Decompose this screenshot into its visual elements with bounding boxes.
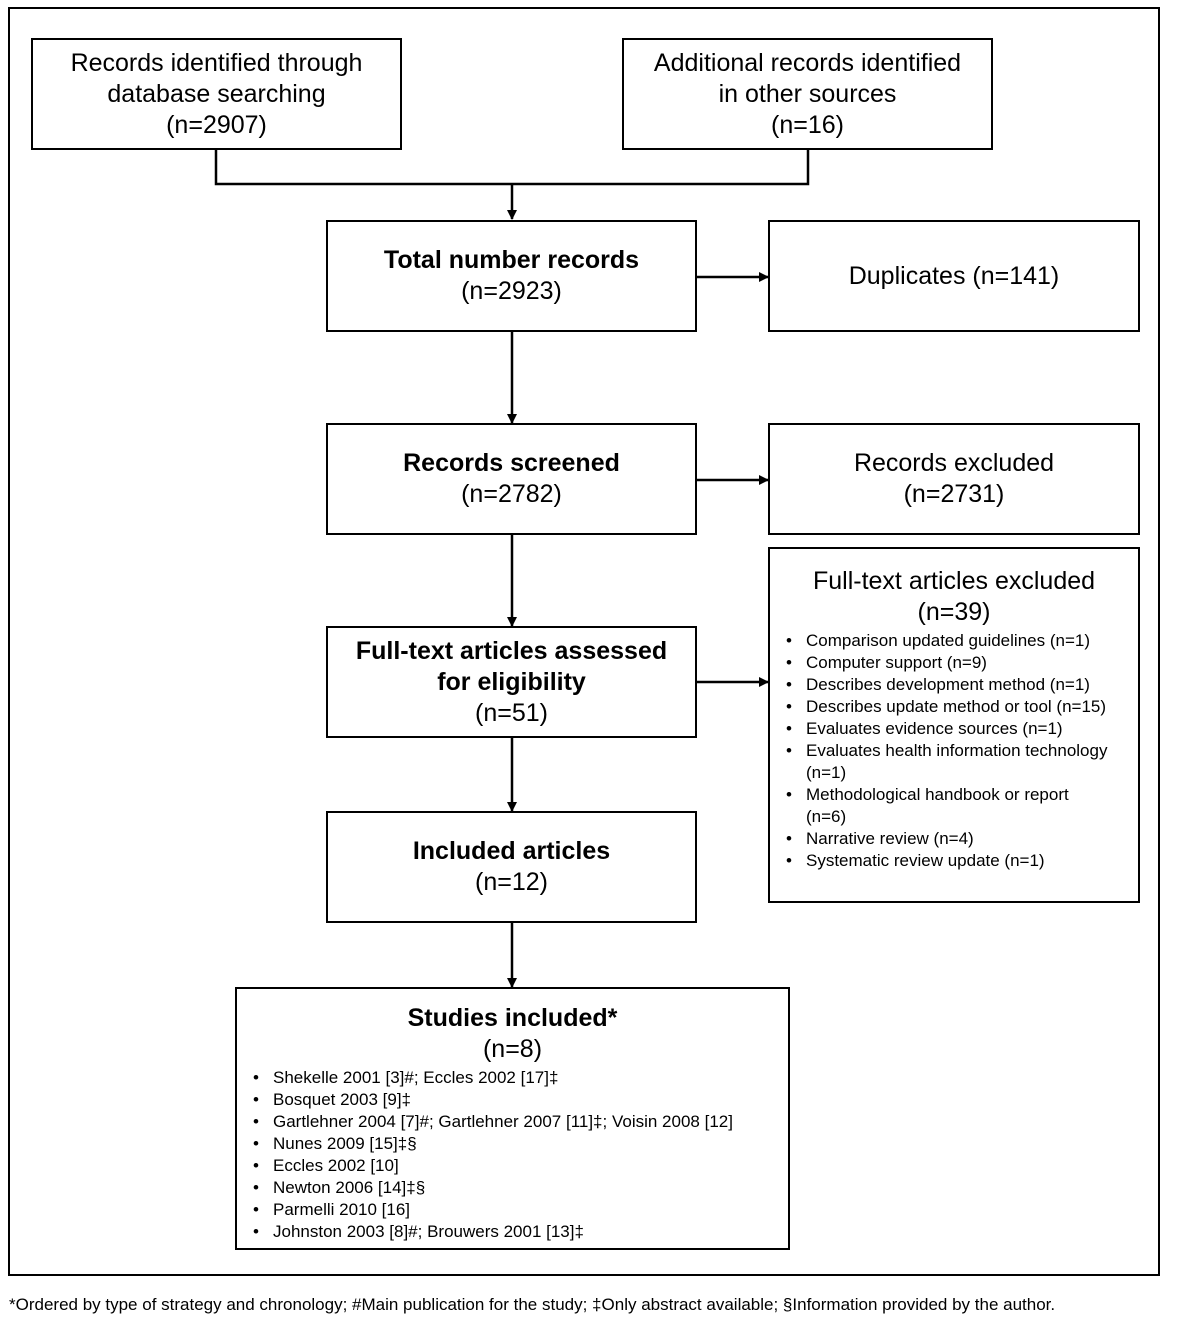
exclusion-reason-item: Describes update method or tool (n=15)	[770, 696, 1110, 718]
duplicates-label: Duplicates (n=141)	[848, 261, 1060, 290]
studies-included-box: Studies included* (n=8) Shekelle 2001 [3…	[235, 987, 790, 1250]
records-excluded-title: Records excluded	[853, 449, 1055, 477]
records-screened-count: (n=2782)	[461, 480, 562, 508]
records-screened-box: Records screened (n=2782)	[326, 423, 697, 535]
figure-frame	[8, 7, 1160, 1276]
exclusion-reason-item: Computer support (n=9)	[770, 652, 1110, 674]
fulltext-assessed-box: Full-text articles assessed for eligibil…	[326, 626, 697, 738]
other-sources-line1: Additional records identified	[653, 48, 962, 77]
fulltext-assessed-line1: Full-text articles assessed	[355, 636, 668, 665]
studies-list: Shekelle 2001 [3]#; Eccles 2002 [17]‡ Bo…	[237, 1067, 777, 1243]
records-excluded-count: (n=2731)	[903, 480, 1005, 508]
other-sources-line2: in other sources	[718, 79, 897, 108]
exclusion-reason-item: Describes development method (n=1)	[770, 674, 1110, 696]
study-item: Johnston 2003 [8]#; Brouwers 2001 [13]‡	[237, 1221, 777, 1243]
fulltext-excluded-title: Full-text articles excluded	[812, 567, 1096, 595]
included-articles-count: (n=12)	[475, 868, 548, 896]
exclusion-reasons-list: Comparison updated guidelines (n=1) Comp…	[770, 630, 1110, 872]
exclusion-reason-item: Evaluates health information technology …	[770, 740, 1110, 784]
fulltext-excluded-box: Full-text articles excluded (n=39) Compa…	[768, 547, 1140, 903]
exclusion-reason-item: Narrative review (n=4)	[770, 828, 1110, 850]
study-item: Nunes 2009 [15]‡§	[237, 1133, 777, 1155]
database-records-line2: database searching	[107, 79, 326, 108]
total-records-count: (n=2923)	[461, 277, 562, 305]
study-item: Eccles 2002 [10]	[237, 1155, 777, 1177]
database-records-count: (n=2907)	[166, 110, 267, 139]
study-item: Parmelli 2010 [16]	[237, 1199, 777, 1221]
studies-included-title: Studies included*	[407, 1004, 618, 1032]
exclusion-reason-item: Systematic review update (n=1)	[770, 850, 1110, 872]
duplicates-box: Duplicates (n=141)	[768, 220, 1140, 332]
studies-included-count: (n=8)	[482, 1035, 543, 1063]
included-articles-title: Included articles	[412, 837, 611, 865]
fulltext-assessed-line2: for eligibility	[437, 667, 586, 696]
database-records-box: Records identified through database sear…	[31, 38, 402, 150]
study-item: Bosquet 2003 [9]‡	[237, 1089, 777, 1111]
total-records-box: Total number records (n=2923)	[326, 220, 697, 332]
merge-connector	[214, 150, 810, 186]
records-excluded-box: Records excluded (n=2731)	[768, 423, 1140, 535]
other-sources-box: Additional records identified in other s…	[622, 38, 993, 150]
exclusion-reason-item: Methodological handbook or report (n=6)	[770, 784, 1110, 828]
exclusion-reason-item: Comparison updated guidelines (n=1)	[770, 630, 1110, 652]
other-sources-count: (n=16)	[771, 110, 844, 139]
study-item: Gartlehner 2004 [7]#; Gartlehner 2007 [1…	[237, 1111, 777, 1133]
included-articles-box: Included articles (n=12)	[326, 811, 697, 923]
total-records-title: Total number records	[383, 246, 640, 274]
database-records-line1: Records identified through	[70, 48, 363, 77]
fulltext-assessed-count: (n=51)	[475, 698, 548, 727]
footnote: *Ordered by type of strategy and chronol…	[9, 1295, 1056, 1314]
study-item: Newton 2006 [14]‡§	[237, 1177, 777, 1199]
fulltext-excluded-count: (n=39)	[917, 598, 991, 626]
records-screened-title: Records screened	[403, 449, 620, 477]
exclusion-reason-item: Evaluates evidence sources (n=1)	[770, 718, 1110, 740]
study-item: Shekelle 2001 [3]#; Eccles 2002 [17]‡	[237, 1067, 777, 1089]
